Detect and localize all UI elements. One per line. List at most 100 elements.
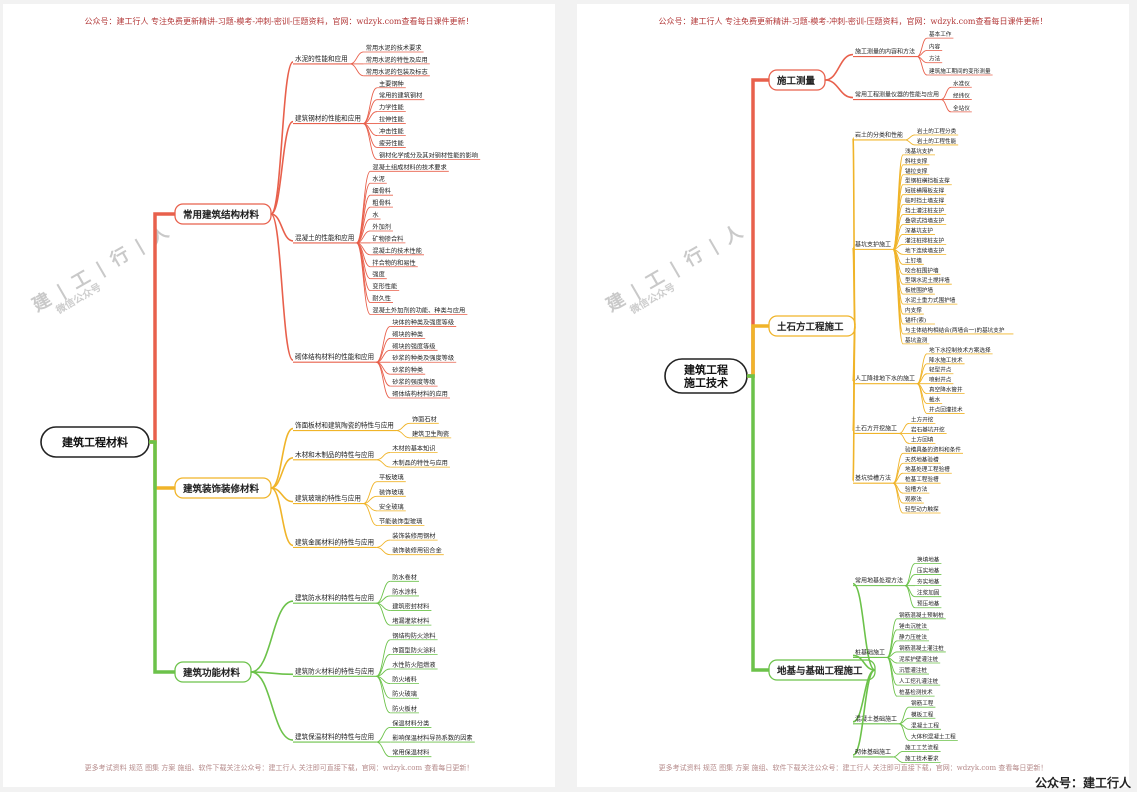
leaf-label: 轻型动力触探 [905,505,939,513]
leaf-connector [355,242,371,292]
root-label: 建筑工程材料 [62,435,128,449]
leaf-label: 钢筋混凝土预制桩 [899,611,944,619]
leaf-label: 经纬仪 [953,92,970,100]
sub-label: 基坑验槽方法 [855,474,891,482]
leaf-label: 影响保温材料导热系数的因素 [392,734,472,742]
leaf-connector [355,194,371,244]
leaf-label: 内容 [929,42,941,50]
leaf-label: 挡土灌注桩支护 [905,207,945,215]
branch-connector [852,325,856,482]
leaf-label: 全站仪 [953,104,970,112]
leaf-label: 锚拉支撑 [905,167,928,175]
sub-label: 饰面板材和建筑陶瓷的特性与应用 [295,421,394,430]
leaf-connector [916,383,928,414]
leaf-label: 疲劳性能 [379,139,404,147]
branch-connector [824,53,854,81]
leaf-label: 混凝土的技术性能 [372,247,422,255]
trunk-line [149,440,175,490]
mindmap-page-right: 公众号：建工行人 专注免费更新精讲-习题-模考-冲刺-密训-压题资料，官网：wd… [577,4,1129,787]
leaf-label: 人工挖孔灌注桩 [899,677,939,685]
branch-connector [250,671,294,676]
leaf-label: 基本工作 [929,30,952,38]
leaf-label: 桩基工程验槽 [905,475,939,483]
leaf-label: 木制品的特性与应用 [392,459,448,467]
leaf-label: 锤击沉桩法 [899,622,927,630]
sub-label: 砌体结构材料的性能和应用 [295,352,374,361]
leaf-label: 钢筋混凝土灌注桩 [899,644,944,652]
leaf-label: 叠袋式挡墙支护 [905,217,945,225]
leaf-label: 变形性能 [372,283,397,291]
leaf-label: 砂浆的种类 [392,366,423,374]
leaf-label: 饰面石材 [412,415,437,423]
leaf-label: 土方回填 [911,435,934,443]
leaf-label: 防水卷材 [392,573,417,581]
leaf-label: 防火玻璃 [392,690,417,698]
branch-label: 常用建筑结构材料 [183,209,260,221]
leaf-connector [375,639,391,677]
leaf-label: 混凝土组成材料的技术要求 [372,163,446,171]
sub-label: 水泥的性能和应用 [295,54,348,63]
leaf-label: 安全玻璃 [379,503,404,511]
leaf-label: 沉管灌注桩 [899,666,927,674]
leaf-label: 桩基检测技术 [899,688,933,696]
branch-connector [270,487,294,547]
branch-label: 建筑装饰装修材料 [182,483,260,495]
leaf-connector [376,602,391,626]
leaf-connector [892,756,904,763]
branch-connector [250,671,294,741]
branch-label: 土石方工程施工 [777,321,844,333]
leaf-label: 灌注桩排桩支护 [905,236,945,244]
root-label: 施工技术 [684,376,728,390]
leaf-label: 常用水泥的包装及标志 [366,68,428,76]
leaf-label: 保温材料分类 [392,719,429,727]
leaf-label: 土方开挖 [911,415,934,423]
page-header: 公众号：建工行人 专注免费更新精讲-习题-模考-冲刺-密训-压题资料，官网：wd… [84,17,474,26]
sub-label: 建筑防水材料的特性与应用 [295,593,374,602]
leaf-label: 水 [372,211,379,219]
leaf-label: 砌体结构材料的应用 [392,390,448,398]
sub-label: 木材和木制品的特性与应用 [295,450,374,459]
sub-label: 桩基础施工 [855,648,885,656]
sub-label: 常用工程测量仪器的性能与应用 [855,91,939,99]
leaf-label: 岩石基坑开挖 [911,425,945,433]
leaf-label: 真空降水管井 [929,386,963,394]
leaf-connector [904,134,916,141]
sub-label: 施工测量的内容和方法 [855,48,915,56]
leaf-connector [904,139,916,146]
trunk-line [149,212,175,444]
leaf-label: 强度 [372,271,384,279]
leaf-label: 钢结构防火涂料 [392,632,435,640]
leaf-label: 截水 [929,396,941,404]
leaf-label: 与主体结构相结合(两墙合一)的基坑支护 [905,326,1005,334]
leaf-label: 饰面型防火涂料 [392,646,435,654]
leaf-label: 耐久性 [372,295,391,303]
leaf-label: 岩土的工程性能 [917,137,957,145]
leaf-connector [375,361,391,399]
sub-label: 常用地基处理方法 [855,577,903,585]
leaf-label: 常用保温材料 [392,749,429,757]
leaf-label: 天然地基验槽 [905,455,939,463]
leaf-label: 装饰装修用铝合金 [392,547,442,555]
leaf-label: 建筑密封材料 [392,603,429,611]
leaf-label: 拉伸性能 [379,116,404,124]
leaf-label: 型钢水泥土搅拌墙 [905,276,950,284]
leaf-label: 常用水泥的特性及应用 [366,56,428,64]
leaf-label: 地基处理工程验槽 [905,465,950,473]
sub-label: 砌体基础施工 [855,748,891,756]
leaf-connector [376,741,391,758]
sub-label: 建筑钢材的性能和应用 [295,114,361,123]
branch-connector [852,654,876,671]
leaf-connector [886,657,898,686]
sub-label: 混凝土基础施工 [855,715,897,723]
leaf-label: 大体积混凝土工程 [911,732,956,740]
branch-label: 建筑功能材料 [182,667,241,679]
leaf-label: 拌合物的和易性 [372,259,415,267]
leaf-label: 块体的种类及强度等级 [392,318,454,326]
leaf-connector [892,248,904,345]
page-footer: 更多考试资料 规范 图集 方案 施组、软件下载关注公众号：建工行人 关注即可直接… [658,764,1048,772]
leaf-label: 混凝土工程 [911,721,939,729]
leaf-label: 施工技术要求 [905,754,939,762]
mindmap-page-left: 公众号：建工行人 专注免费更新精讲-习题-模考-冲刺-密训-压题资料，官网：wd… [3,4,555,787]
leaf-label: 建筑卫生陶瓷 [412,430,449,438]
leaf-connector [362,123,378,160]
